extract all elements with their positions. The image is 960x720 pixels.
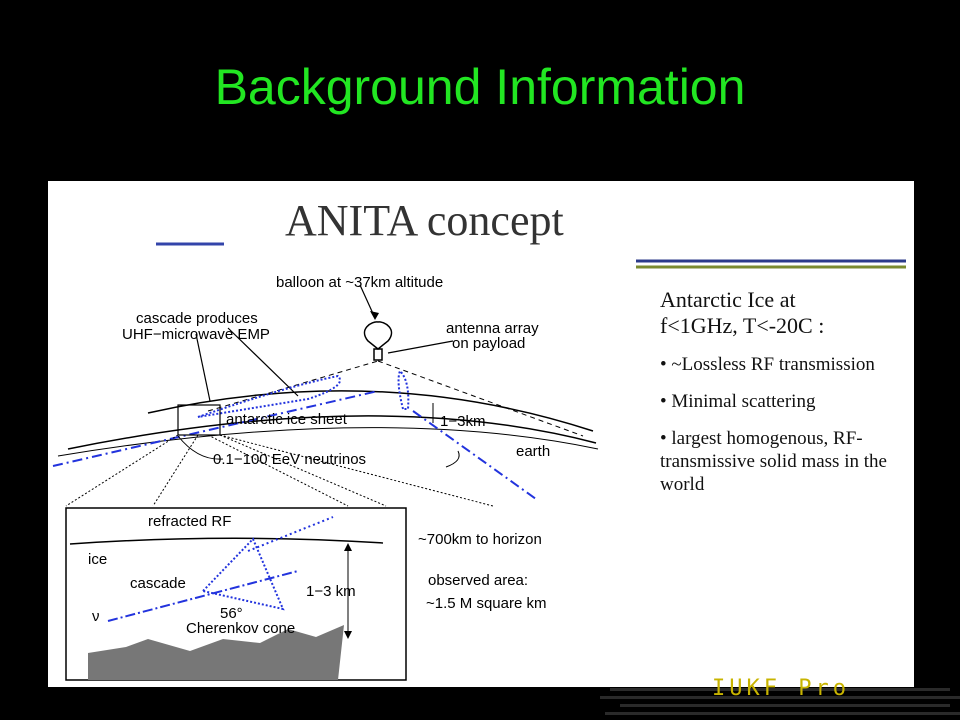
label-ice: ice [88,551,107,568]
inset-cone [201,537,285,611]
anita-figure: ANITA concept [48,181,914,687]
label-antenna-1: antenna array [446,320,539,337]
signal-line-left [207,360,379,412]
label-neutrinos: 0.1−100 EeV neutrinos [213,451,366,468]
label-cascade-2: UHF−microwave EMP [122,326,270,343]
anita-diagram: balloon at ~37km altitude cascade produc… [52,242,906,681]
inset-bedrock [88,625,344,680]
label-observed-2: ~1.5 M square km [426,595,546,612]
label-refracted: refracted RF [148,513,231,530]
neutrino-track-right [412,410,537,500]
slide-title: Background Information [214,59,746,115]
cascade-arrow-1 [195,333,211,402]
footer-brand: IUKF Pro [712,676,850,701]
antenna-arrow [387,340,454,354]
figure-title: ANITA concept [285,196,564,245]
balloon-shape [363,321,393,350]
label-cherenkov: Cherenkov cone [186,620,295,637]
label-thickness: 1−3km [440,413,485,430]
label-nu: ν [92,608,100,625]
ice-properties-heading-1: Antarctic Ice at [660,287,796,312]
label-earth: earth [516,443,550,460]
label-observed-1: observed area: [428,572,528,589]
label-cascade-1: cascade produces [136,310,258,327]
label-ice-sheet: antarctic ice sheet [226,411,348,428]
binary-pattern-decoration [600,688,960,715]
earth-arc [57,427,599,457]
label-depth: 1−3 km [306,583,356,600]
label-horizon: ~700km to horizon [418,531,542,548]
ice-properties: Antarctic Ice at f<1GHz, T<-20C : • ~Los… [660,287,910,496]
bullet-lossless: • ~Lossless RF transmission [660,354,875,375]
label-balloon: balloon at ~37km altitude [276,274,443,291]
rf-cone-right [397,369,410,410]
neutrino-track-left [52,390,379,467]
payload [373,348,383,361]
inset-neutrino-track [107,570,299,622]
label-antenna-2: on payload [452,335,525,352]
ice-properties-heading-2: f<1GHz, T<-20C : [660,313,825,338]
bullet-homogenous: • largest homogenous, RF-transmissive so… [660,428,887,495]
signal-line-right [377,360,584,437]
ice-sheet-bottom [67,415,597,450]
cascade-arrow-2 [227,327,299,397]
cascade-box [177,404,221,436]
rf-cone-left [197,374,341,418]
inset-refracted-ray [247,516,334,552]
label-angle: 56° [220,605,243,622]
label-cascade: cascade [130,575,186,592]
inset-ice-surface [69,537,384,545]
bullet-scattering: • Minimal scattering [660,391,816,412]
